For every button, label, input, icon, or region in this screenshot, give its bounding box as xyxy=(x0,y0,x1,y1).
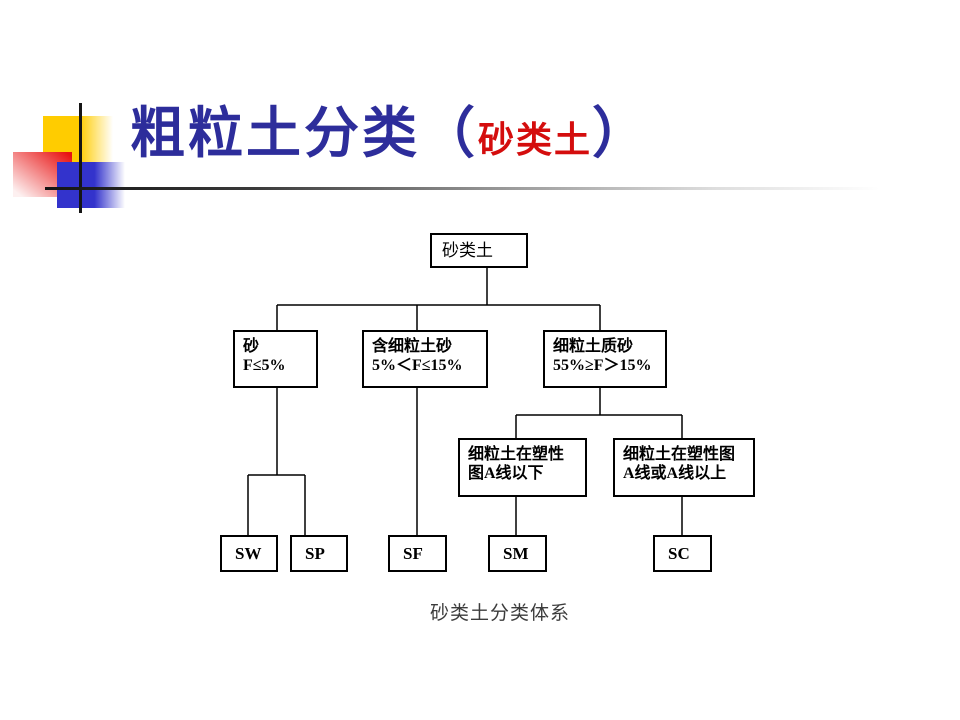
slide-title: 粗粒土分类（砂类土） xyxy=(130,102,650,165)
node-sand-class-soil: 砂类土 xyxy=(430,233,528,268)
node-label-line1: 含细粒土砂 xyxy=(372,338,453,355)
title-highlight-text: 砂类土 xyxy=(478,120,593,160)
node-sw: SW xyxy=(220,535,278,572)
node-fines-on-or-above-a-line: 细粒土在塑性图 A线或A线以上 xyxy=(613,438,755,497)
node-label-line2: 图A线以下 xyxy=(468,465,544,482)
figure-caption: 砂类土分类体系 xyxy=(429,603,570,624)
node-label-line2: F≤5% xyxy=(243,357,286,374)
node-label: SW xyxy=(235,544,262,563)
title-close-paren: ） xyxy=(592,103,651,164)
title-divider-line xyxy=(45,187,880,190)
node-label: SP xyxy=(305,544,325,563)
node-label-line2: 55%≥F＞15% xyxy=(553,357,652,374)
node-label-line1: 砂 xyxy=(243,338,260,355)
node-sm: SM xyxy=(488,535,547,572)
node-fine-grained-soil-sand: 细粒土质砂 55%≥F＞15% xyxy=(543,330,667,388)
node-label-line1: 细粒土在塑性 xyxy=(468,446,565,463)
title-main-text: 粗粒土分类 xyxy=(130,103,421,164)
node-sp: SP xyxy=(290,535,348,572)
node-sf: SF xyxy=(388,535,447,572)
title-open-paren: （ xyxy=(420,103,479,164)
node-label-line1: 细粒土在塑性图 xyxy=(623,446,736,463)
node-label: SM xyxy=(503,544,529,563)
node-sc: SC xyxy=(653,535,712,572)
node-label: 砂类土 xyxy=(442,241,493,260)
deco-blue-square xyxy=(57,162,125,208)
node-label: SC xyxy=(668,544,690,563)
node-fines-below-a-line: 细粒土在塑性 图A线以下 xyxy=(458,438,587,497)
deco-vertical-line xyxy=(79,103,82,213)
node-label-line2: A线或A线以上 xyxy=(623,465,727,482)
node-label: SF xyxy=(403,544,423,563)
node-sand-with-fines: 含细粒土砂 5%＜F≤15% xyxy=(362,330,488,388)
node-sand: 砂 F≤5% xyxy=(233,330,318,388)
node-label-line2: 5%＜F≤15% xyxy=(372,357,463,374)
node-label-line1: 细粒土质砂 xyxy=(553,338,634,355)
